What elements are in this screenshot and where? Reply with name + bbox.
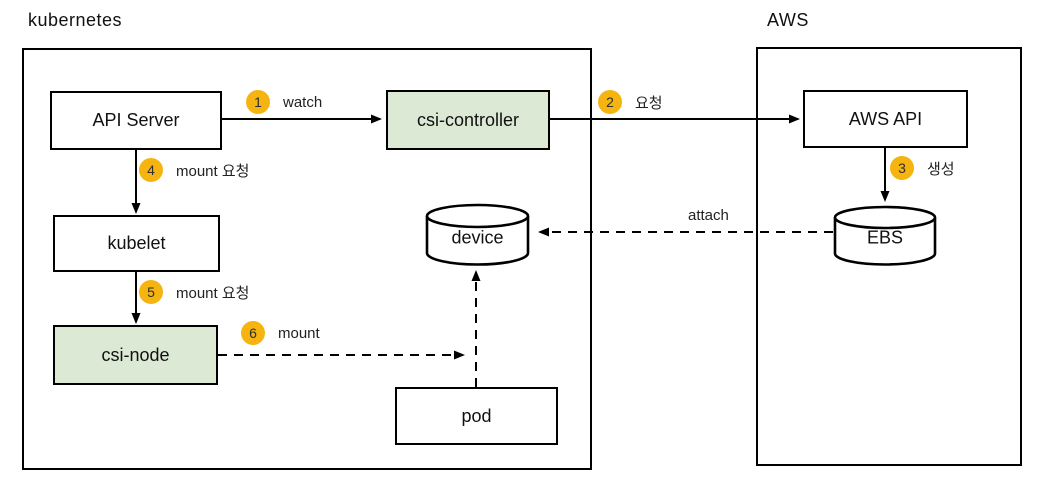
step-badge-2: 2 [598,90,622,114]
aws-container-title: AWS [767,10,809,30]
node-device-label: device [451,227,504,248]
node-device: device [425,203,530,267]
edge-label-1-watch: 1 watch [246,90,322,114]
kubernetes-container-frame [22,48,592,470]
edge-label-attach: attach [688,207,729,224]
step-badge-1: 1 [246,90,270,114]
edge-label-2-request: 2 요청 [598,90,663,114]
node-csi-controller: csi-controller [386,90,550,150]
node-pod: pod [395,387,558,445]
edge-label-6-mount: 6 mount [241,321,320,345]
node-pod-label: pod [461,405,492,426]
node-api-server: API Server [50,91,222,150]
node-aws-api-label: AWS API [848,108,923,129]
edge-label-3-create: 3 생성 [890,156,955,180]
edge-text-request: 요청 [635,94,663,112]
edge-text-mount: mount [278,324,320,342]
step-badge-3: 3 [890,156,914,180]
device-cylinder-icon [425,203,530,266]
ebs-cylinder-icon [833,205,937,266]
node-kubelet: kubelet [53,215,220,272]
edge-text-mount-request-2: mount 요청 [176,284,250,302]
kubernetes-container-title: kubernetes [28,10,123,30]
node-api-server-label: API Server [92,110,180,130]
edge-text-watch: watch [283,93,323,111]
aws-container-frame [756,47,1022,466]
edge-text-create: 생성 [927,160,955,178]
node-csi-controller-label: csi-controller [416,109,520,130]
node-aws-api: AWS API [803,90,968,148]
step-badge-4: 4 [139,158,163,182]
edge-text-mount-request-1: mount 요청 [176,162,250,180]
node-csi-node: csi-node [53,325,218,385]
node-csi-node-label: csi-node [101,344,170,365]
node-ebs: EBS [833,205,937,267]
edge-label-4-mount-request: 4 mount 요청 [139,158,249,182]
node-kubelet-label: kubelet [107,233,166,253]
step-badge-5: 5 [139,280,163,304]
node-ebs-label: EBS [866,227,904,248]
step-badge-6: 6 [241,321,265,345]
edge-label-5-mount-request: 5 mount 요청 [139,280,249,304]
